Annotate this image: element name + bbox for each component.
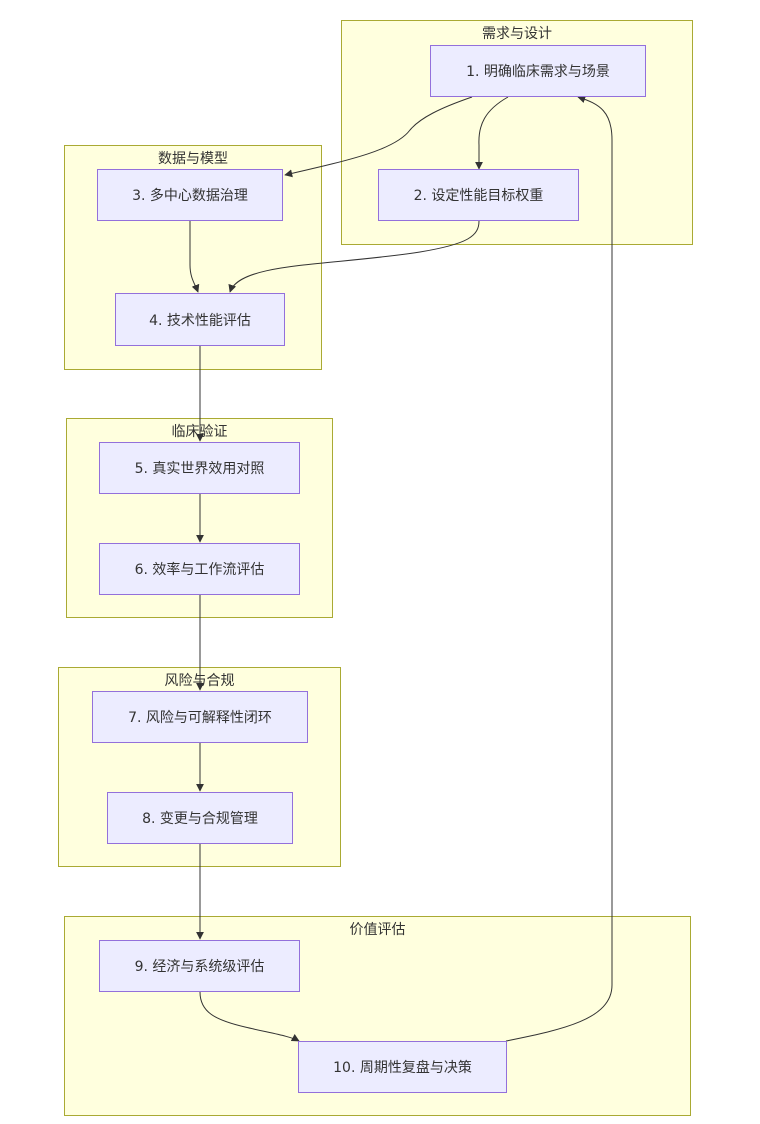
node-5-real-world-utility[interactable]: 5. 真实世界效用对照 [99, 442, 300, 494]
node-6-efficiency-workflow[interactable]: 6. 效率与工作流评估 [99, 543, 300, 595]
edge-9-to-10 [199, 991, 300, 1042]
node-1-clinical-requirements[interactable]: 1. 明确临床需求与场景 [430, 45, 646, 97]
node-2-performance-targets[interactable]: 2. 设定性能目标权重 [378, 169, 579, 221]
cluster-title: 需求与设计 [482, 26, 552, 42]
edge-3-to-4 [189, 221, 200, 293]
node-7-risk-explainability[interactable]: 7. 风险与可解释性闭环 [92, 691, 308, 743]
edge-10-to-1 [505, 95, 613, 1042]
node-10-periodic-review[interactable]: 10. 周期性复盘与决策 [298, 1041, 507, 1093]
cluster-title: 数据与模型 [158, 151, 228, 167]
node-9-economic-system[interactable]: 9. 经济与系统级评估 [99, 940, 300, 992]
edge-1-to-3 [284, 96, 473, 178]
edge-2-to-4 [228, 220, 480, 293]
node-3-multicenter-data-governance[interactable]: 3. 多中心数据治理 [97, 169, 283, 221]
edge-1-to-2 [475, 96, 509, 170]
node-4-technical-performance[interactable]: 4. 技术性能评估 [115, 293, 285, 346]
cluster-title: 价值评估 [349, 922, 406, 938]
node-8-change-compliance[interactable]: 8. 变更与合规管理 [107, 792, 293, 844]
